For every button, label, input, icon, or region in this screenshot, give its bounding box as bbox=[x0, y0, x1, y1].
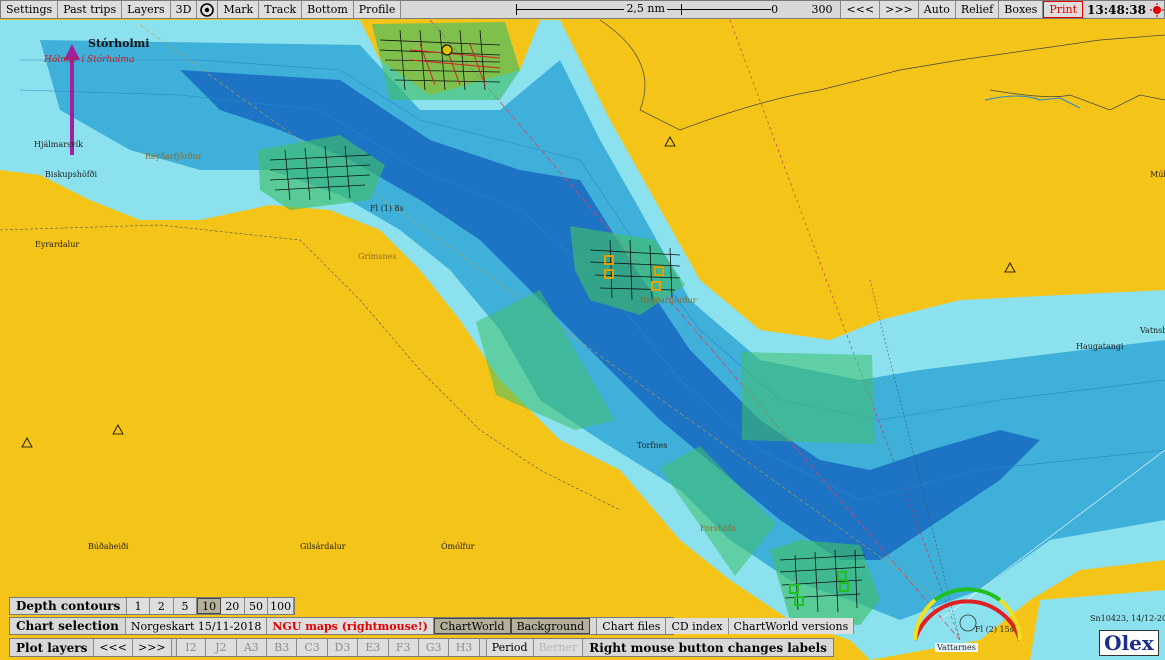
place-label: Reyðarfjörður bbox=[145, 152, 202, 161]
survey-area-4[interactable] bbox=[476, 290, 615, 430]
place-label: Hjálmarsvík bbox=[34, 140, 83, 149]
place-label: Gilsárdalur bbox=[300, 542, 346, 551]
depth-max-label: 300 bbox=[811, 3, 833, 16]
plot-layers-label: Plot layers bbox=[16, 640, 88, 655]
chart-files-button[interactable]: Chart files bbox=[596, 618, 667, 634]
place-label: Vatnsb bbox=[1140, 326, 1165, 335]
relief-button[interactable]: Relief bbox=[955, 1, 1000, 18]
chart-selection-label: Chart selection bbox=[16, 619, 119, 633]
ngu-maps-button[interactable]: NGU maps (rightmouse!) bbox=[267, 618, 434, 634]
print-button[interactable]: Print bbox=[1043, 1, 1084, 18]
place-label: Múl bbox=[1150, 170, 1165, 179]
depth-gradient bbox=[782, 4, 809, 15]
contour-100-button[interactable]: 100 bbox=[268, 598, 294, 614]
water-deep bbox=[180, 70, 1040, 560]
contour-1-button[interactable]: 1 bbox=[126, 598, 150, 614]
layer-e3-button[interactable]: E3 bbox=[358, 639, 389, 656]
depth-min-label: 0 bbox=[771, 3, 779, 16]
plot-layers-bar: Plot layers <<< >>> I2 J2 A3 B3 C3 D3 E3… bbox=[9, 638, 834, 657]
contour-5-button[interactable]: 5 bbox=[173, 598, 198, 614]
layer-a3-button[interactable]: A3 bbox=[236, 639, 267, 656]
survey-area-5[interactable] bbox=[742, 352, 875, 444]
depth-contours-bar: Depth contours 1 2 5 10 20 50 100 bbox=[9, 597, 295, 615]
scale-bar: 2,5 nm bbox=[516, 1, 772, 18]
cd-index-button[interactable]: CD index bbox=[666, 618, 729, 634]
top-toolbar: Settings Past trips Layers 3D Mark Track… bbox=[0, 0, 1165, 19]
profile-button[interactable]: Profile bbox=[353, 1, 402, 18]
target-icon[interactable] bbox=[197, 1, 219, 18]
labels-hint: Right mouse button changes labels bbox=[589, 640, 827, 655]
record-icon[interactable] bbox=[1150, 2, 1164, 17]
contour-20-button[interactable]: 20 bbox=[220, 598, 245, 614]
place-label: Stórholmi bbox=[88, 37, 150, 50]
plot-layers-next-button[interactable]: >>> bbox=[132, 639, 172, 656]
boxes-button[interactable]: Boxes bbox=[999, 1, 1044, 18]
light-label: Fl (1) 8s bbox=[370, 204, 404, 213]
place-label: Eyrardalur bbox=[35, 240, 80, 249]
contour-50-button[interactable]: 50 bbox=[244, 598, 269, 614]
contour-10-button[interactable]: 10 bbox=[197, 598, 221, 614]
serial-date: Sn10423, 14/12-2021 bbox=[1090, 614, 1165, 623]
place-label: Grímsnes bbox=[358, 252, 397, 261]
chart-selection-bar: Chart selection Norgeskart 15/11-2018 NG… bbox=[9, 617, 855, 635]
plot-layers-prev-button[interactable]: <<< bbox=[93, 639, 133, 656]
layer-f3-button[interactable]: F3 bbox=[388, 639, 419, 656]
place-label: Hólmar í Stórholma bbox=[44, 55, 135, 65]
layer-b3-button[interactable]: B3 bbox=[266, 639, 298, 656]
light-label: Fl (2) 15s bbox=[975, 625, 1014, 634]
bottom-button[interactable]: Bottom bbox=[302, 1, 354, 18]
clock: 13:48:38 bbox=[1087, 2, 1146, 17]
next-depth-button[interactable]: >>> bbox=[880, 1, 919, 18]
survey-area-6[interactable] bbox=[660, 446, 776, 576]
place-label: Haugatangi bbox=[1076, 342, 1124, 351]
track-button[interactable]: Track bbox=[259, 1, 303, 18]
layer-i2-button[interactable]: I2 bbox=[175, 639, 207, 656]
scale-label: 2,5 nm bbox=[624, 2, 667, 15]
chartworld-versions-button[interactable]: ChartWorld versions bbox=[728, 618, 855, 634]
mark-button[interactable]: Mark bbox=[218, 1, 260, 18]
past-trips-button[interactable]: Past trips bbox=[58, 1, 123, 18]
survey-area-2[interactable] bbox=[258, 135, 385, 210]
place-label: Reyðarfjörður bbox=[640, 296, 697, 305]
contour-2-button[interactable]: 2 bbox=[149, 598, 174, 614]
layer-h3-button[interactable]: H3 bbox=[449, 639, 480, 656]
layer-j2-button[interactable]: J2 bbox=[206, 639, 237, 656]
olex-logo: Olex bbox=[1099, 630, 1159, 656]
layer-c3-button[interactable]: C3 bbox=[297, 639, 328, 656]
settings-button[interactable]: Settings bbox=[1, 1, 59, 18]
background-button[interactable]: Background bbox=[510, 618, 591, 634]
3d-button[interactable]: 3D bbox=[170, 1, 198, 18]
place-label: Búðaheiði bbox=[88, 542, 129, 551]
auto-button[interactable]: Auto bbox=[918, 1, 956, 18]
norgeskart-button[interactable]: Norgeskart 15/11-2018 bbox=[124, 618, 268, 634]
layers-button[interactable]: Layers bbox=[122, 1, 171, 18]
layer-g3-button[interactable]: G3 bbox=[418, 639, 450, 656]
place-label: Biskupshöfði bbox=[45, 170, 98, 179]
chartworld-button[interactable]: ChartWorld bbox=[433, 618, 511, 634]
survey-area-3[interactable] bbox=[570, 226, 685, 315]
layer-d3-button[interactable]: D3 bbox=[327, 639, 359, 656]
place-label: Vattarnes bbox=[935, 643, 978, 652]
prev-depth-button[interactable]: <<< bbox=[840, 1, 881, 18]
berner-button[interactable]: Berner bbox=[533, 639, 584, 656]
period-button[interactable]: Period bbox=[485, 639, 534, 656]
place-label: Ómólfur bbox=[441, 542, 475, 551]
place-label: Torfnes bbox=[637, 441, 668, 450]
depth-contours-label: Depth contours bbox=[16, 599, 121, 613]
place-label: Forshöfn bbox=[700, 524, 736, 533]
